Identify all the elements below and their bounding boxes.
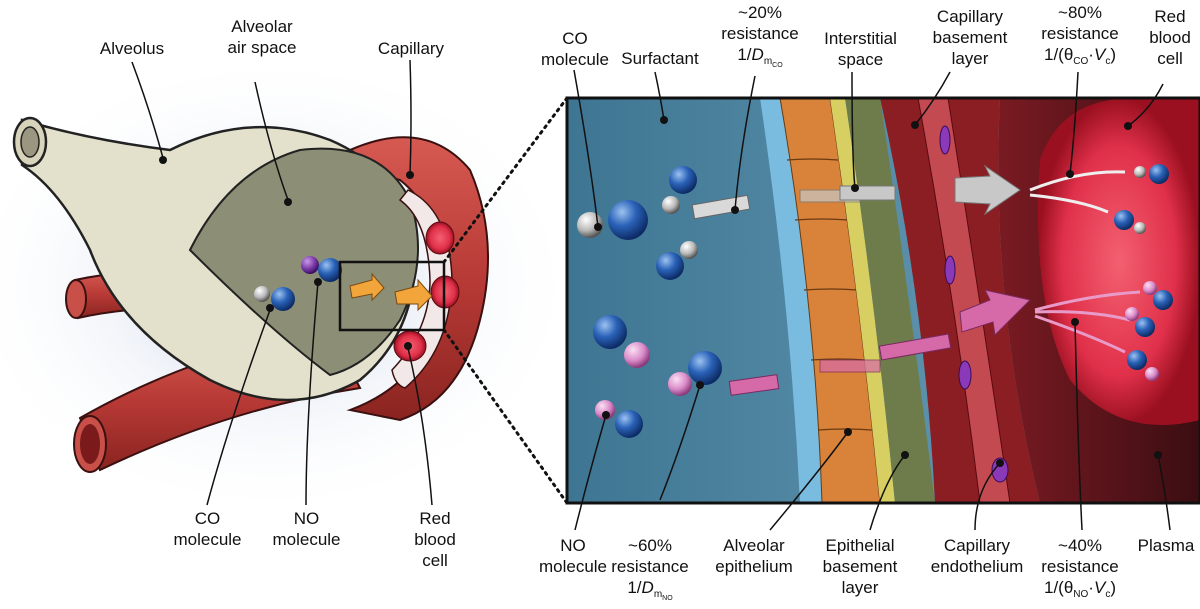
left-no-molecule <box>301 256 342 282</box>
label-resistance-60: ~60%resistance 1/DmNO <box>600 535 700 609</box>
label-plasma: Plasma <box>1137 536 1195 555</box>
label-resistance-20: ~20%resistance 1/DmCO <box>715 2 805 76</box>
formula-dm-co: 1/DmCO <box>737 45 783 69</box>
magnified-inset <box>567 98 1200 503</box>
label-alveolus: Alveolus <box>99 39 165 58</box>
left-co-molecule <box>254 286 295 311</box>
label-resistance-80: ~80%resistance 1/(θCO·Vc) <box>1030 2 1130 72</box>
surfactant-layer <box>760 98 830 503</box>
formula-theta-co: 1/(θCO·Vc) <box>1044 45 1116 67</box>
label-surfactant: Surfactant <box>621 49 699 68</box>
no-rbc-arrows <box>1034 290 1141 354</box>
zoom-box <box>338 260 446 332</box>
capillary-endothelium-band <box>917 98 1011 503</box>
co-rbc-arrows <box>1029 170 1126 214</box>
label-resistance-40: ~40%resistance 1/(θNO·Vc) <box>1030 535 1130 605</box>
formula-theta-no: 1/(θNO·Vc) <box>1044 578 1116 600</box>
left-diffusion-arrows <box>349 272 433 312</box>
no-resistance-bar <box>728 374 780 396</box>
right-leader-lines <box>573 69 1171 531</box>
formula-dm-no: 1/DmNO <box>627 578 673 602</box>
left-leader-lines <box>131 59 433 506</box>
right-no-molecules <box>593 281 1173 438</box>
right-leader-dots <box>594 116 1162 467</box>
left-leader-dots <box>159 156 414 350</box>
inset-frame <box>565 96 1200 505</box>
zoom-line-bottom <box>442 328 569 505</box>
no-diffusion-arrow <box>819 289 1031 373</box>
zoom-line-top <box>442 96 569 264</box>
label-capillary-left: Capillary <box>377 39 445 58</box>
